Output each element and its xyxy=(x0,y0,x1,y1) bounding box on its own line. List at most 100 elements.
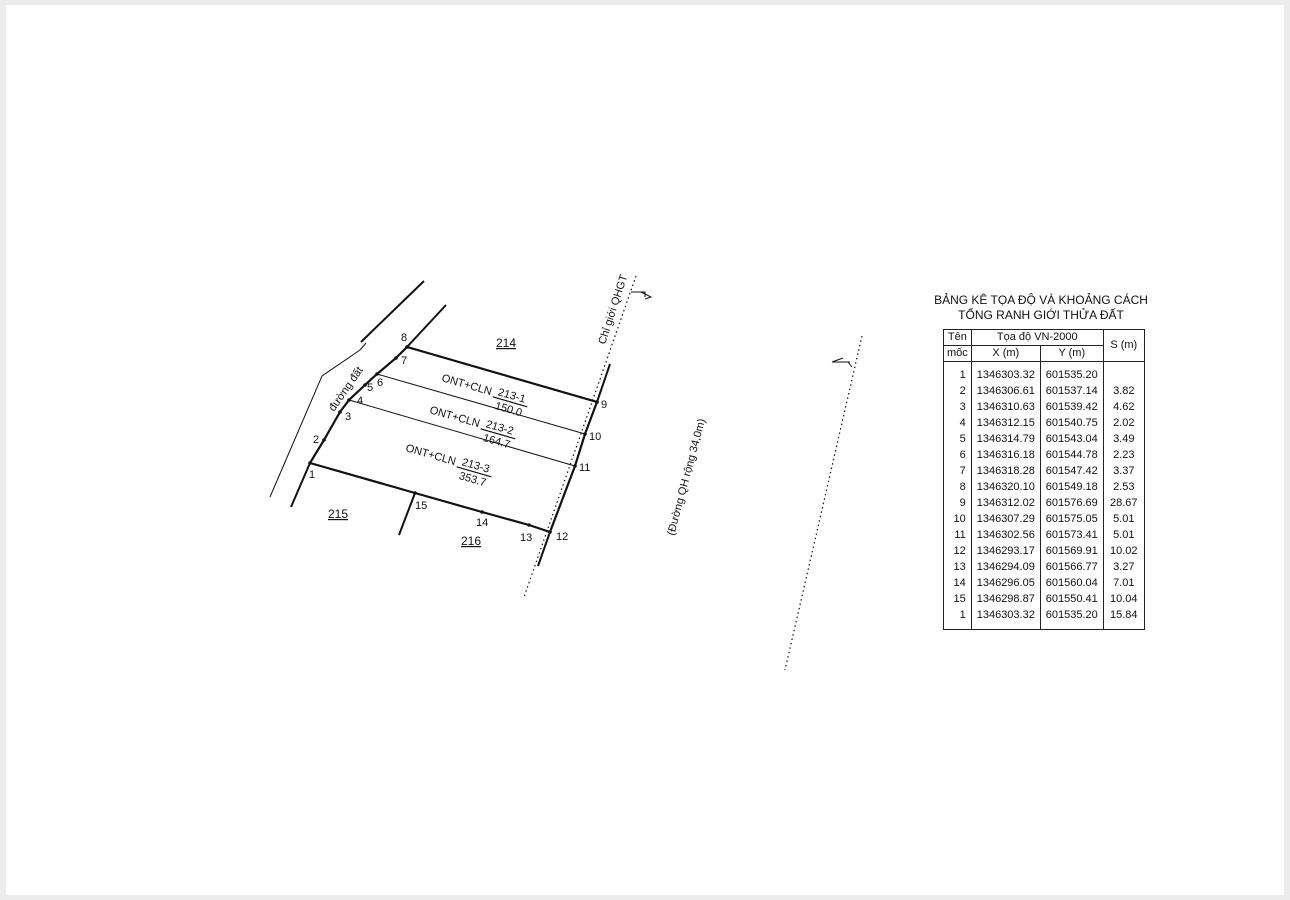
boundary-point-11 xyxy=(573,464,577,468)
neighbor-boundary-line xyxy=(290,462,311,508)
neighbor-boundary-line xyxy=(406,304,447,348)
split-line-213-1-213-2 xyxy=(376,373,586,435)
arrow-down-icon xyxy=(631,291,646,297)
y-coordinate-cell: 601537.14 xyxy=(1045,385,1098,397)
point-label: 15 xyxy=(415,500,427,512)
boundary-point-2 xyxy=(322,438,326,442)
table-title: BẢNG KÊ TỌA ĐỘ VÀ KHOẢNG CÁCH TỔNG RANH … xyxy=(930,293,1152,323)
x-coordinate-cell: 1346318.28 xyxy=(976,465,1035,477)
neighbor-boundary-line xyxy=(360,280,425,343)
distance-offset xyxy=(1107,367,1141,383)
point-name-cell: 6 xyxy=(959,449,966,461)
distance-cell: 7.01 xyxy=(1113,577,1135,589)
split-line-213-2-213-3 xyxy=(348,399,576,467)
y-coordinate-cell: 601566.77 xyxy=(1045,561,1098,573)
parcel-fraction-bar xyxy=(480,428,516,440)
point-label: 1 xyxy=(309,469,315,481)
point-name-cell: 4 xyxy=(959,417,966,429)
x-coordinate-cell: 1346294.09 xyxy=(976,561,1035,573)
boundary-point-8 xyxy=(405,345,409,349)
distance-cell: 2.02 xyxy=(1113,417,1135,429)
point-name-cell: 1 xyxy=(959,369,966,381)
point-name-cell: 9 xyxy=(959,497,966,509)
parcel-label-213-3: ONT+CLN 213-3 353.7 xyxy=(404,442,492,489)
point-name-cell: 7 xyxy=(959,465,966,477)
arrow-left-icon xyxy=(831,357,850,363)
boundary-point-13 xyxy=(527,523,531,527)
boundary-point-7 xyxy=(394,356,398,360)
distance-cell: 4.62 xyxy=(1113,401,1135,413)
x-coordinate-cell: 1346298.87 xyxy=(976,593,1035,605)
point-label: 6 xyxy=(377,377,383,389)
point-name-cell: 15 xyxy=(953,593,966,605)
y-coordinate-cell: 601560.04 xyxy=(1045,577,1098,589)
distance-cell: 2.23 xyxy=(1113,449,1135,461)
neighbor-boundary-line xyxy=(398,492,416,536)
neighbor-parcel-label: 215 xyxy=(328,507,348,521)
y-coordinate-cell: 601544.78 xyxy=(1045,449,1098,461)
y-coordinate-cell: 601550.41 xyxy=(1045,593,1098,605)
point-label: 4 xyxy=(357,395,363,407)
x-coordinate-cell: 1346320.10 xyxy=(976,481,1035,493)
arrow-down-icon xyxy=(640,291,653,300)
point-name-cell: 13 xyxy=(953,561,966,573)
point-label: 11 xyxy=(579,462,590,474)
point-label: 3 xyxy=(345,411,351,423)
distance-cell: 5.01 xyxy=(1113,513,1135,525)
point-name-cell: 5 xyxy=(959,433,966,445)
y-coordinate-cell: 601535.20 xyxy=(1045,369,1098,381)
point-label: 8 xyxy=(401,332,407,344)
planned-road-label: (Đường QH rộng 34,0m) xyxy=(665,417,708,536)
header-y: Y (m) xyxy=(1039,345,1104,362)
x-coordinate-cell: 1346303.32 xyxy=(976,609,1035,621)
header-x: X (m) xyxy=(970,345,1041,362)
x-coordinate-cell: 1346296.05 xyxy=(976,577,1035,589)
header-moc: mốc xyxy=(943,345,972,362)
y-coordinate-cell: 601549.18 xyxy=(1045,481,1098,493)
road-boundary-dotted-line xyxy=(523,275,637,598)
point-label: 9 xyxy=(601,399,607,411)
point-name-cell: 2 xyxy=(959,385,966,397)
x-coordinate-cell: 1346312.15 xyxy=(976,417,1035,429)
x-coordinate-cell: 1346312.02 xyxy=(976,497,1035,509)
boundary-label: Chỉ giới QHGT xyxy=(596,273,630,346)
road-boundary-dotted-line xyxy=(784,335,863,671)
parcel-landuse: ONT+CLN xyxy=(404,442,457,468)
header-coord: Tọa độ VN-2000 xyxy=(970,329,1104,346)
boundary-point-10 xyxy=(583,432,587,436)
x-coordinate-cell: 1346314.79 xyxy=(976,433,1035,445)
neighbor-parcel-label: 214 xyxy=(496,336,516,350)
y-coordinate-cell: 601569.91 xyxy=(1045,545,1098,557)
neighbor-parcel-label: 216 xyxy=(461,534,481,548)
distance-cell: 10.04 xyxy=(1110,593,1138,605)
point-name-cell: 10 xyxy=(953,513,966,525)
table-title-line1: BẢNG KÊ TỌA ĐỘ VÀ KHOẢNG CÁCH xyxy=(934,293,1148,307)
header-ten: Tên xyxy=(943,329,972,346)
point-name-cell: 8 xyxy=(959,481,966,493)
coordinate-table-panel: BẢNG KÊ TỌA ĐỘ VÀ KHOẢNG CÁCH TỔNG RANH … xyxy=(930,293,1152,630)
y-coordinate-cell: 601547.42 xyxy=(1045,465,1098,477)
table-title-line2: TỔNG RANH GIỚI THỬA ĐẤT xyxy=(958,308,1124,322)
road-edge-line xyxy=(269,342,367,498)
x-coordinate-cell: 1346293.17 xyxy=(976,545,1035,557)
parcel-outline xyxy=(309,345,599,534)
distance-cell: 3.82 xyxy=(1113,385,1135,397)
x-coordinate-cell: 1346307.29 xyxy=(976,513,1035,525)
point-name-cell: 1 xyxy=(959,609,966,621)
parcel-fraction-bar xyxy=(492,396,528,408)
x-coordinate-cell: 1346316.18 xyxy=(976,449,1035,461)
coordinate-table: Tên Tọa độ VN-2000 S (m) mốc X (m) Y (m)… xyxy=(943,329,1145,630)
boundary-point-12 xyxy=(548,530,552,534)
y-coordinate-cell: 601576.69 xyxy=(1045,497,1098,509)
point-label: 12 xyxy=(556,531,568,543)
boundary-point-5 xyxy=(363,383,367,387)
boundary-point-14 xyxy=(480,510,484,514)
y-coordinate-cell: 601573.41 xyxy=(1045,529,1098,541)
distance-cell: 28.67 xyxy=(1110,497,1138,509)
x-coordinate-cell: 1346302.56 xyxy=(976,529,1035,541)
point-name-cell: 11 xyxy=(954,529,966,541)
